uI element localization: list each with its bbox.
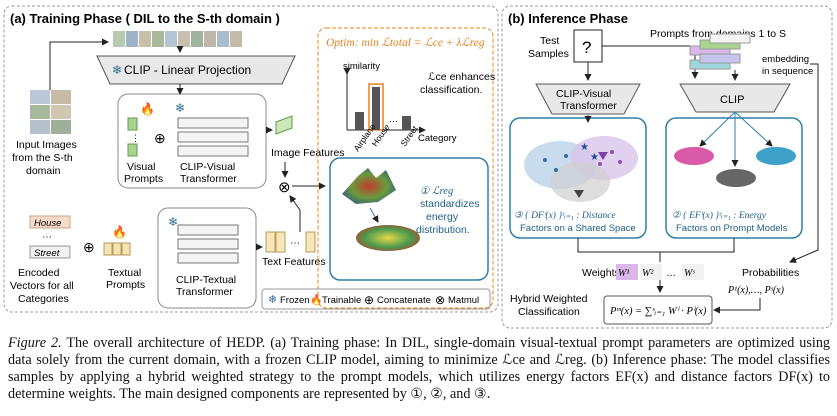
svg-text:…: …	[666, 268, 676, 279]
svg-text:W²: W²	[642, 268, 654, 279]
matmul-icon: ⊗	[435, 293, 445, 307]
image-features-label: Image Features	[271, 147, 345, 159]
svg-text:⋯: ⋯	[290, 238, 300, 249]
svg-text:Category: Category	[418, 133, 457, 144]
legend-concatenate: Concatenate	[377, 295, 431, 306]
svg-text:House: House	[34, 218, 61, 229]
clip-linear-projection	[96, 55, 296, 85]
legend-box	[261, 288, 491, 310]
energy-factor-label: ② { EFⁱ(x) }ˢᵢ₌₁ : Energy Factors on Pro…	[672, 210, 788, 234]
clip-textual-label: CLIP-Textual Transformer	[176, 274, 239, 298]
snowflake-icon: ❄	[112, 63, 122, 77]
svg-text:Wˢ: Wˢ	[684, 268, 695, 279]
svg-text:⋮: ⋮	[131, 133, 140, 143]
energy-surface-smooth	[356, 225, 420, 251]
flame-icon: 🔥	[310, 293, 322, 306]
hybrid-formula-box	[603, 295, 713, 325]
clip-visual-transformer	[535, 83, 641, 115]
clip-linear-label: CLIP - Linear Projection	[124, 63, 251, 77]
encoded-vectors-stack: House ⋯ Street	[29, 215, 71, 259]
inference-panel	[501, 5, 833, 329]
image-feature-bar	[275, 115, 293, 135]
concat-icon: ⊕	[83, 239, 95, 255]
hybrid-formula: Pᵐ(x) = ∑ˢᵢ₌₁ Wⁱ · Pⁱ(x)	[609, 306, 707, 317]
weights-row: W¹ W² … Wˢ	[616, 264, 704, 280]
clip-visual-label: CLIP-Visual Transformer	[180, 161, 238, 185]
clip-textual-stack	[177, 224, 239, 264]
bar-street	[402, 116, 411, 130]
input-images-grid	[30, 90, 71, 134]
concat-icon: ⊕	[154, 130, 166, 146]
text-feature-stack: ⋯	[265, 231, 316, 253]
matmul-icon: ⊗	[278, 179, 291, 196]
svg-text:★: ★	[590, 152, 599, 163]
legend-matmul: Matmul	[448, 295, 479, 306]
clip-visual-stack	[177, 117, 249, 157]
legend-trainable: Trainable	[322, 295, 361, 306]
flame-icon: 🔥	[140, 102, 155, 116]
hybrid-classification-label: Hybrid Weighted Classification	[510, 293, 590, 318]
probabilities-values: P¹(x),…, Pˢ(x)	[727, 285, 785, 296]
question-mark: ?	[582, 38, 591, 57]
textual-branch-box	[157, 207, 257, 309]
visual-branch-box	[117, 93, 267, 189]
weights-label: Weights	[582, 267, 620, 279]
visual-prompts-label: Visual Prompts	[124, 161, 163, 185]
shared-space-scatter: ★ ★	[524, 136, 638, 202]
textual-prompts-label: Textual Prompts	[106, 267, 145, 291]
svg-text:⋯: ⋯	[42, 232, 52, 243]
domain-prompt-stacks	[689, 33, 751, 70]
clip-label: CLIP	[720, 94, 744, 106]
clip-model	[679, 83, 791, 113]
flame-icon: 🔥	[112, 225, 127, 239]
snowflake-icon: ❄	[175, 101, 185, 115]
lreg-description: ① ℒreg standardizes energy distribution.	[416, 185, 482, 236]
bar-airplane	[355, 112, 364, 130]
bar-house	[372, 87, 380, 130]
embedding-sequence-label: embedding in sequence	[762, 54, 813, 77]
snowflake-icon: ❄	[168, 215, 178, 229]
lreg-box	[329, 157, 489, 281]
test-samples-label: Test Samples	[528, 35, 569, 60]
svg-text:⋯: ⋯	[389, 116, 398, 126]
similarity-axis-label: similarity	[343, 61, 380, 72]
training-panel	[3, 5, 499, 313]
svg-text:W¹: W¹	[618, 268, 629, 279]
lce-description: ℒce enhances classification.	[420, 71, 498, 96]
distance-factor-label: ③ { DFⁱ(x) }ˢᵢ₌₁ : Distance Factors on a…	[514, 210, 636, 234]
input-images-label: Input Images from the S-th domain	[12, 139, 80, 177]
image-patch-strip	[113, 31, 242, 47]
prompt-energy-surfaces	[674, 147, 796, 187]
caption-text: The overall architecture of HEDP. (a) Tr…	[8, 335, 831, 402]
inference-title: (b) Inference Phase	[508, 11, 628, 26]
text-features-label: Text Features	[262, 256, 326, 268]
optim-objective: Optim: min ℒtotal = ℒce + λℒreg	[326, 37, 485, 49]
visual-prompt-stack: ⋮	[127, 117, 140, 157]
caption-lead: Figure 2.	[8, 335, 62, 351]
snowflake-icon: ❄	[268, 294, 277, 306]
energy-surface-spiky	[342, 168, 396, 204]
textual-prompt-stack	[103, 242, 131, 256]
probabilities-label: Probabilities	[742, 267, 799, 279]
svg-text:★: ★	[580, 142, 589, 153]
training-title: (a) Training Phase ( DIL to the S-th dom…	[10, 11, 280, 26]
encoded-vectors-label: Encoded Vectors for all Categories	[10, 267, 77, 305]
architecture-figure: (a) Training Phase ( DIL to the S-th dom…	[3, 5, 833, 329]
concat-icon: ⊕	[364, 293, 374, 307]
figure-caption: Figure 2. The overall architecture of HE…	[8, 335, 830, 403]
clip-visual-label: CLIP-Visual Transformer	[556, 88, 617, 112]
legend-frozen: Frozen	[280, 295, 310, 306]
optim-panel	[317, 27, 494, 309]
svg-text:Street: Street	[34, 248, 60, 259]
svg-text:Street: Street	[398, 123, 420, 148]
